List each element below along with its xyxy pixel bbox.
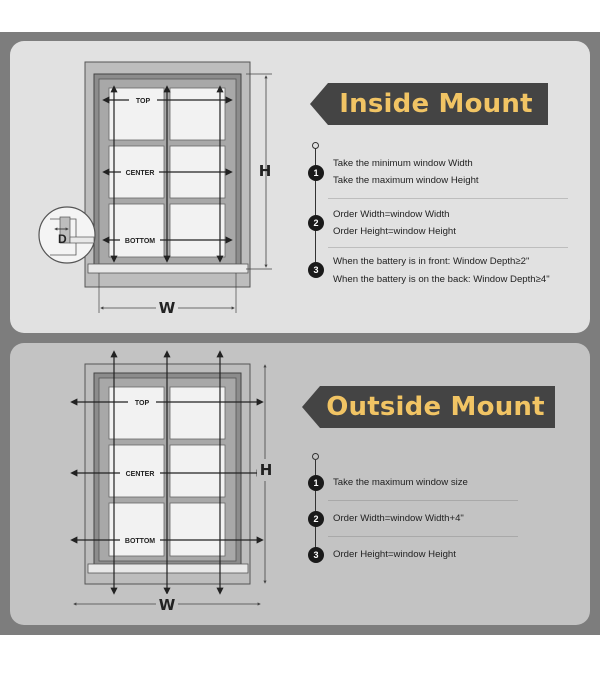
inside-mount-title: Inside Mount: [339, 89, 533, 119]
label-bottom: BOTTOM: [125, 538, 155, 545]
step-2-badge: 2: [308, 215, 324, 231]
step-2-line-1: Order Width=window Width: [333, 209, 450, 220]
label-top: TOP: [135, 400, 150, 407]
step-1-badge: 1: [308, 475, 324, 491]
label-height: H: [260, 461, 273, 479]
step-divider-1: [328, 198, 568, 199]
label-depth: D: [58, 232, 67, 246]
steps-timeline: [315, 148, 316, 275]
step-1-badge: 1: [308, 165, 324, 181]
outside-mount-title-badge: Outside Mount: [302, 386, 555, 428]
inside-mount-panel: TOP CENTER BOTTOM H W D Inside Mount 1 T…: [10, 41, 590, 333]
step-3-line-1: When the battery is in front: Window Dep…: [333, 256, 530, 267]
timeline-start-dot: [312, 453, 319, 460]
window-sill: [87, 263, 249, 274]
inside-mount-title-badge: Inside Mount: [310, 83, 548, 125]
label-bottom: BOTTOM: [125, 238, 155, 245]
step-2-line-1: Order Width=window Width+4": [333, 513, 464, 524]
label-width: W: [159, 299, 176, 317]
outside-mount-title: Outside Mount: [326, 392, 545, 422]
step-3-line-2: When the battery is on the back: Window …: [333, 274, 550, 285]
step-1-line-1: Take the minimum window Width: [333, 158, 473, 169]
label-center: CENTER: [126, 170, 155, 177]
step-3-badge: 3: [308, 262, 324, 278]
step-2-line-2: Order Height=window Height: [333, 226, 456, 237]
label-width: W: [159, 596, 176, 614]
label-height: H: [259, 162, 272, 180]
outside-mount-diagram: TOP CENTER BOTTOM H W: [70, 350, 275, 614]
timeline-start-dot: [312, 142, 319, 149]
step-1-line-2: Take the maximum window Height: [333, 175, 479, 186]
step-divider-2: [328, 536, 518, 537]
label-center: CENTER: [126, 471, 155, 478]
label-top: TOP: [136, 98, 151, 105]
window-sill: [87, 563, 249, 574]
step-divider-2: [328, 247, 568, 248]
steps-timeline: [315, 460, 316, 558]
step-divider-1: [328, 500, 518, 501]
step-3-badge: 3: [308, 547, 324, 563]
inside-mount-diagram: TOP CENTER BOTTOM H W D: [38, 61, 272, 317]
step-1-line-1: Take the maximum window size: [333, 477, 468, 488]
step-3-line-1: Order Height=window Height: [333, 549, 456, 560]
outside-mount-panel: TOP CENTER BOTTOM H W Outside Mount 1 Ta…: [10, 343, 590, 625]
step-2-badge: 2: [308, 511, 324, 527]
